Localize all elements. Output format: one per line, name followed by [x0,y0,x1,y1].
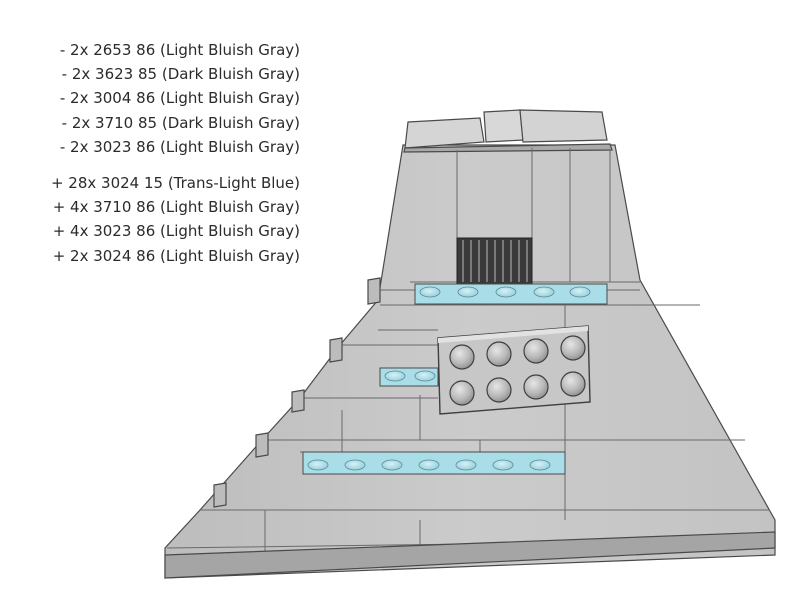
removed-part-line: - 2x 3004 86 (Light Bluish Gray) [59,89,300,108]
added-parts-list: + 28x 3024 15 (Trans-Light Blue) + 4x 37… [0,171,300,268]
top-tiles [403,109,613,153]
removed-part-line: - 2x 3710 85 (Dark Bluish Gray) [61,113,300,132]
added-part-line: + 28x 3024 15 (Trans-Light Blue) [50,174,300,193]
removed-parts-list: - 2x 2653 86 (Light Bluish Gray) - 2x 36… [0,38,300,159]
base-plate [164,531,776,579]
light-strip-middle [379,367,439,387]
vent-grille [456,237,533,285]
plate-2x4 [437,325,591,415]
light-strip-bottom [302,451,566,475]
added-part-line: + 4x 3710 86 (Light Bluish Gray) [52,198,300,217]
added-part-line: + 2x 3024 86 (Light Bluish Gray) [52,246,300,265]
light-strip-top [414,283,608,305]
removed-part-line: - 2x 2653 86 (Light Bluish Gray) [59,41,300,59]
removed-part-line: - 2x 3623 85 (Dark Bluish Gray) [61,65,300,84]
added-part-line: + 4x 3023 86 (Light Bluish Gray) [52,222,300,241]
parts-list: - 2x 2653 86 (Light Bluish Gray) - 2x 36… [0,38,300,268]
stepped-edge [213,277,381,508]
removed-part-line: - 2x 3023 86 (Light Bluish Gray) [59,137,300,156]
